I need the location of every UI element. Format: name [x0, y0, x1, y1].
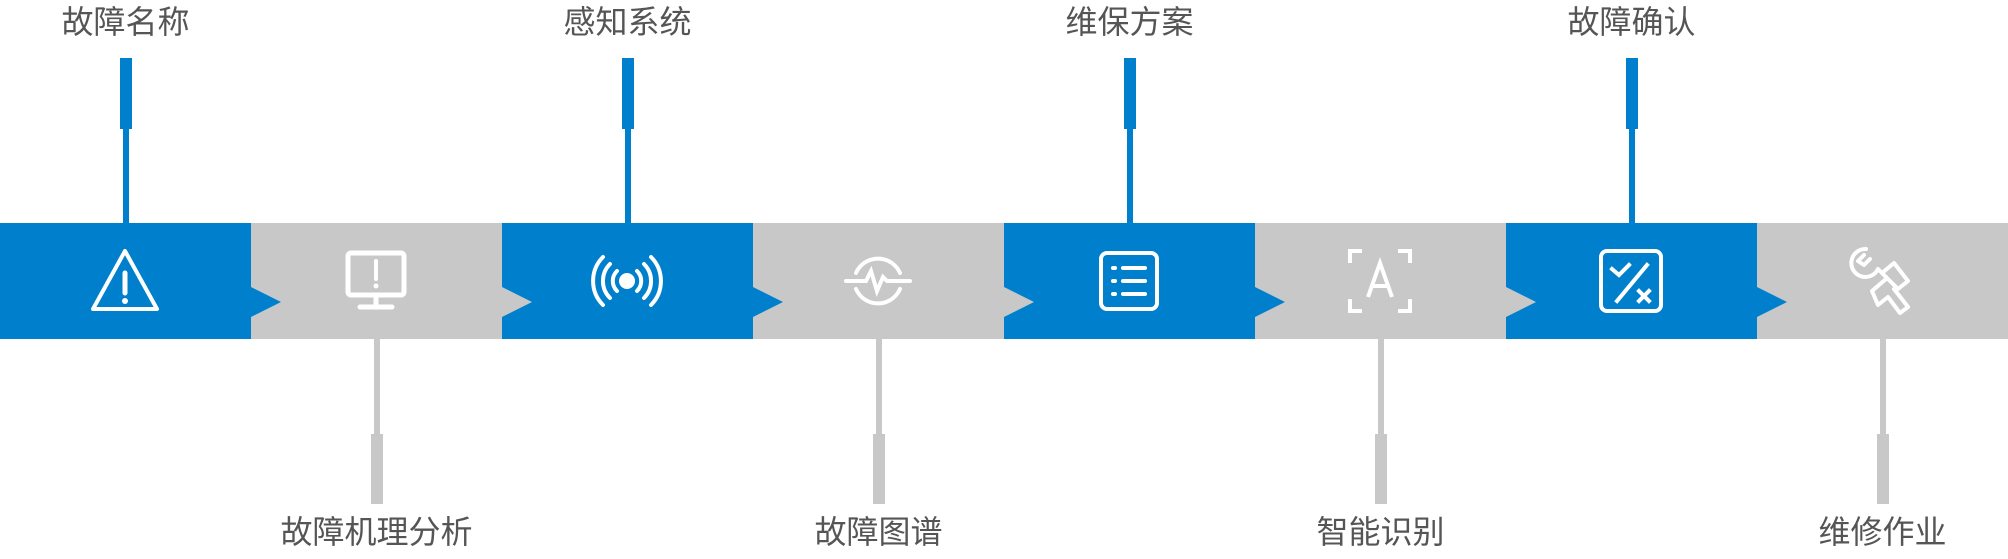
- step-arrow: [502, 287, 532, 317]
- connector-line: [621, 58, 634, 129]
- warning-triangle-icon: [85, 241, 165, 321]
- step-8-block: [1757, 223, 2008, 339]
- connector-line: [1879, 339, 1886, 434]
- step-3-block: [502, 223, 753, 339]
- step-1-block: [0, 223, 251, 339]
- step-arrow: [251, 287, 281, 317]
- step-arrow: [1255, 287, 1285, 317]
- step-label: 感知系统: [563, 3, 692, 41]
- connector-line: [1126, 129, 1133, 223]
- connector-line: [1625, 58, 1638, 129]
- step-4-block: [753, 223, 1004, 339]
- wrench-hand-icon: [1842, 241, 1922, 321]
- waveform-circle-icon: [838, 241, 918, 321]
- connector-line: [122, 129, 129, 223]
- step-label: 维修作业: [1818, 513, 1947, 551]
- step-arrow: [753, 287, 783, 317]
- signal-broadcast-icon: [587, 241, 667, 321]
- text-scan-icon: [1340, 241, 1420, 321]
- connector-line: [373, 339, 380, 434]
- connector-line: [1377, 339, 1384, 434]
- step-label: 故障图谱: [814, 513, 943, 551]
- step-5-block: [1004, 223, 1255, 339]
- connector-line: [624, 129, 631, 223]
- connector-line: [119, 58, 132, 129]
- step-label: 智能识别: [1316, 513, 1445, 551]
- connector-line: [1374, 434, 1387, 504]
- list-icon: [1089, 241, 1169, 321]
- step-label: 维保方案: [1065, 3, 1194, 41]
- step-6-block: [1255, 223, 1506, 339]
- step-2-block: [251, 223, 502, 339]
- connector-line: [1628, 129, 1635, 223]
- step-label: 故障确认: [1567, 3, 1696, 41]
- step-7-block: [1506, 223, 1757, 339]
- connector-line: [1123, 58, 1136, 129]
- step-arrow: [1004, 287, 1034, 317]
- step-arrow: [1757, 287, 1787, 317]
- step-arrow: [1506, 287, 1536, 317]
- connector-line: [875, 339, 882, 434]
- connector-line: [1876, 434, 1889, 504]
- check-cross-box-icon: [1591, 241, 1671, 321]
- monitor-alert-icon: [336, 241, 416, 321]
- step-label: 故障名称: [61, 3, 190, 41]
- connector-line: [872, 434, 885, 504]
- step-label: 故障机理分析: [280, 513, 473, 551]
- connector-line: [370, 434, 383, 504]
